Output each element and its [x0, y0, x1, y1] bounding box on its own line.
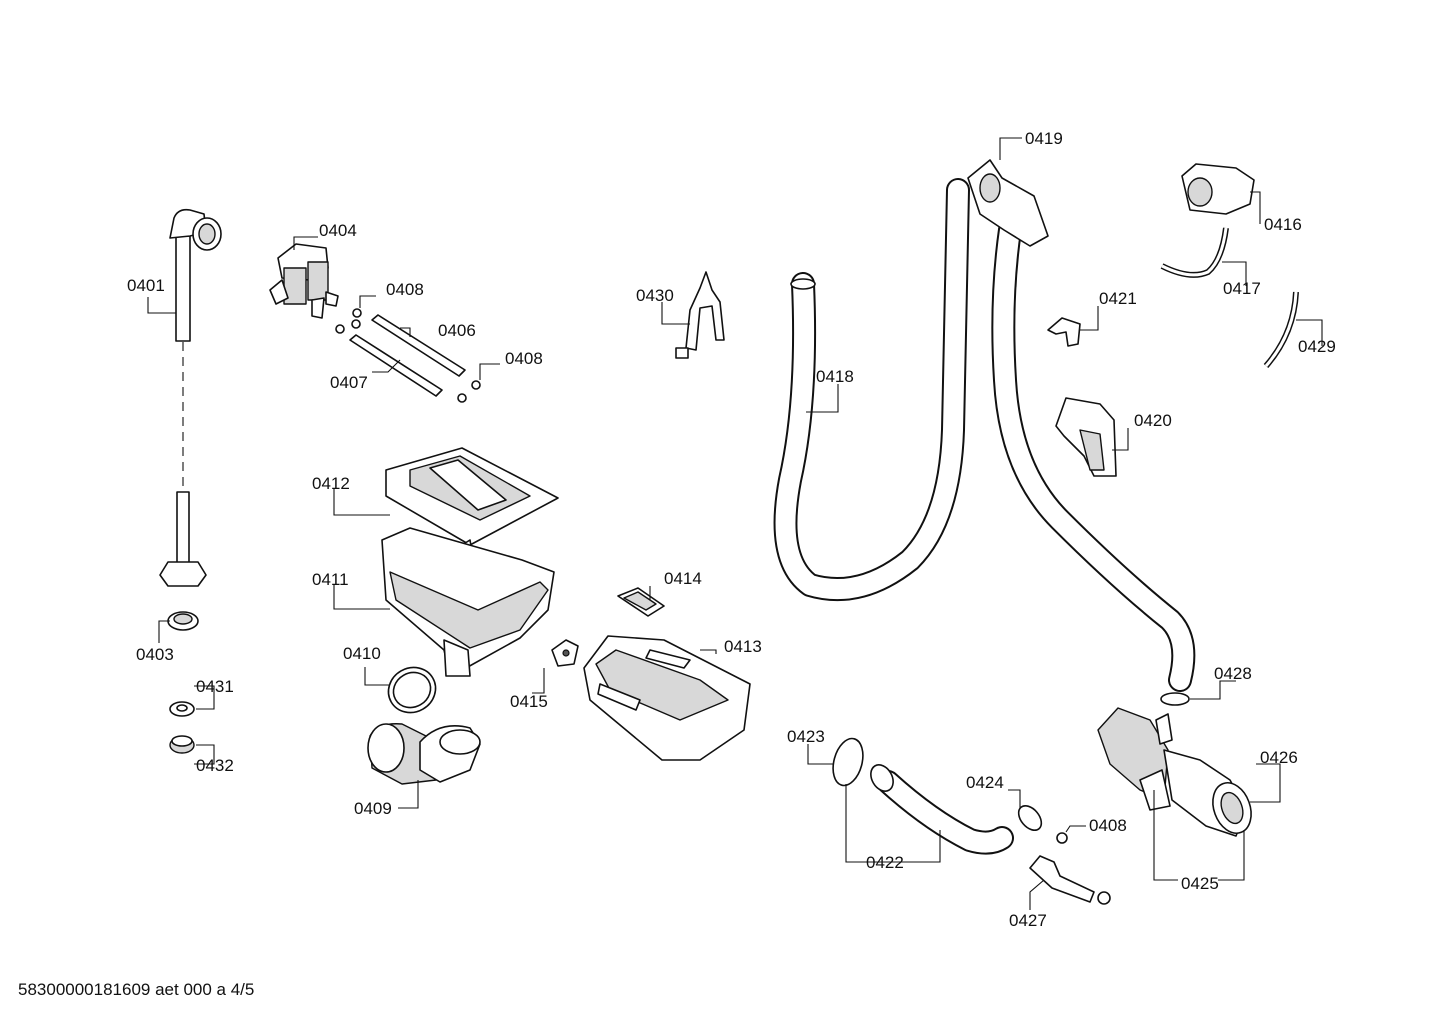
- part-0428-clamp: [1160, 692, 1190, 706]
- label-0415: 0415: [510, 692, 548, 711]
- label-0432: 0432: [196, 756, 234, 775]
- label-0408-a: 0408: [386, 280, 424, 299]
- part-0417-hose: [1160, 227, 1229, 278]
- label-0407: 0407: [330, 373, 368, 392]
- part-0421-clip: [1047, 317, 1081, 347]
- label-0422: 0422: [866, 853, 904, 872]
- part-0408-clip-c: [1056, 832, 1068, 844]
- part-0408-clips-b: [457, 380, 481, 403]
- part-0410-seal-ring: [387, 666, 437, 714]
- part-0423-clamp: [832, 737, 864, 787]
- label-0430: 0430: [636, 286, 674, 305]
- part-0432-cap: [169, 735, 195, 754]
- document-footer-code: 58300000181609 aet 000 a 4/5: [18, 980, 255, 999]
- label-0416: 0416: [1264, 215, 1302, 234]
- part-0414-siphon-cap: [617, 587, 665, 617]
- label-0410: 0410: [343, 644, 381, 663]
- part-0420-bracket: [1055, 397, 1117, 477]
- label-0421: 0421: [1099, 289, 1137, 308]
- part-0406-tube: [371, 314, 466, 377]
- part-0411-dispenser-housing: [381, 527, 555, 677]
- label-0426: 0426: [1260, 748, 1298, 767]
- part-labels: 0401 0403 0404 0408 0406 0407 0408 0430 …: [127, 129, 1336, 930]
- label-0420: 0420: [1134, 411, 1172, 430]
- label-0418: 0418: [816, 367, 854, 386]
- label-0424: 0424: [966, 773, 1004, 792]
- label-0401: 0401: [127, 276, 165, 295]
- part-0409-bellows: [367, 723, 481, 785]
- label-0428: 0428: [1214, 664, 1252, 683]
- part-0426-pump-filter: [1212, 782, 1252, 834]
- part-0429-hose: [1263, 291, 1299, 368]
- part-0401-inlet-pipe: [159, 208, 222, 587]
- part-0415-insert: [551, 639, 579, 667]
- label-0411: 0411: [312, 570, 349, 589]
- part-0412-dispenser-cover: [385, 447, 559, 557]
- part-0430-holder: [675, 271, 725, 359]
- part-0403-filter-seal: [167, 611, 199, 631]
- part-0404-solenoid-valve: [269, 243, 339, 319]
- label-0423: 0423: [787, 727, 825, 746]
- label-0431: 0431: [196, 677, 234, 696]
- label-0412: 0412: [312, 474, 350, 493]
- part-0408-clips-a: [335, 308, 362, 334]
- label-0425: 0425: [1181, 874, 1219, 893]
- label-0427: 0427: [1009, 911, 1047, 930]
- label-0413: 0413: [724, 637, 762, 656]
- part-0422-drain-hose: [870, 764, 1014, 855]
- label-0419: 0419: [1025, 129, 1063, 148]
- part-0431-washer: [169, 701, 195, 717]
- label-0404: 0404: [319, 221, 357, 240]
- label-0414: 0414: [664, 569, 702, 588]
- part-0427-hose-piece: [1029, 855, 1111, 905]
- label-0403: 0403: [136, 645, 174, 664]
- label-0406: 0406: [438, 321, 476, 340]
- label-0417: 0417: [1223, 279, 1261, 298]
- label-0409: 0409: [354, 799, 392, 818]
- label-0408-c: 0408: [1089, 816, 1127, 835]
- part-0418-hose: [773, 178, 970, 602]
- part-0424-clamp: [1017, 805, 1043, 831]
- leader-lines: [147, 137, 1323, 910]
- label-0408-b: 0408: [505, 349, 543, 368]
- part-0413-detergent-drawer: [583, 635, 751, 761]
- part-0419-hose: [967, 159, 1196, 692]
- label-0429: 0429: [1298, 337, 1336, 356]
- part-0407-tube: [349, 334, 443, 397]
- part-0416-pressure-switch: [1181, 163, 1255, 215]
